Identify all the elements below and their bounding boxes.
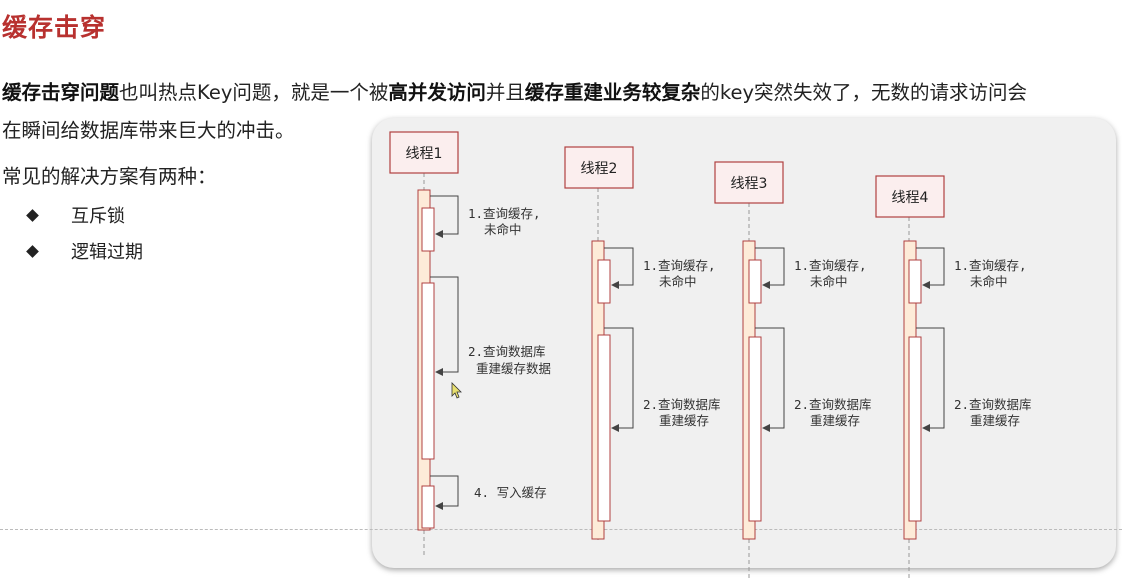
thread4-step1-label-b: 未命中	[970, 274, 1008, 289]
thread1-step4-label: 4. 写入缓存	[474, 485, 547, 500]
thread1-step1-activation	[421, 207, 435, 252]
intro-bold-high-concurrency: 高并发访问	[388, 81, 486, 104]
thread1-step1-label-a: 1.查询缓存,	[468, 206, 541, 221]
page-title: 缓存击穿	[2, 13, 107, 42]
mouse-cursor-icon	[451, 382, 462, 399]
thread4-label: 线程4	[892, 190, 929, 206]
thread1-step2-arrow	[430, 276, 459, 376]
thread3-step2-arrow	[755, 327, 785, 432]
thread3-step2-label-a: 2.查询数据库	[794, 397, 872, 412]
thread2-box	[564, 146, 634, 189]
thread2-label: 线程2	[581, 161, 618, 177]
thread1-step2-label-a: 2.查询数据库	[468, 344, 546, 359]
thread3-step1-label-a: 1.查询缓存,	[794, 258, 867, 273]
thread4-step2-label-b: 重建缓存	[970, 413, 1020, 428]
thread3-step2-label-b: 重建缓存	[810, 413, 860, 428]
thread4-step1-arrow	[916, 247, 945, 289]
thread2-step1-label-b: 未命中	[659, 274, 697, 289]
thread2-step1-label-a: 1.查询缓存,	[643, 258, 716, 273]
thread4-step2-arrow	[916, 327, 945, 432]
thread1-step2-label-b: 重建缓存数据	[476, 361, 551, 376]
divider-dashed	[0, 529, 1122, 530]
thread1-step1-label-b: 未命中	[484, 222, 522, 237]
thread1-step2-activation	[421, 282, 435, 460]
thread3-step2-activation	[748, 336, 762, 522]
thread2-step1-activation	[597, 259, 611, 304]
solution-label: 互斥锁	[71, 206, 125, 227]
intro-text: 并且	[485, 81, 525, 104]
intro-bold-term: 缓存击穿问题	[2, 81, 120, 104]
intro-text: 的key突然失效了，无数的请求访问会	[700, 81, 1028, 104]
thread4-step1-activation	[908, 259, 922, 304]
thread3-step1-activation	[748, 259, 762, 304]
thread4-step2-label-a: 2.查询数据库	[954, 397, 1032, 412]
intro-bold-complex-rebuild: 缓存重建业务较复杂	[524, 81, 701, 104]
thread1-step4-arrow	[430, 475, 459, 510]
thread4-step1-label-a: 1.查询缓存,	[954, 258, 1027, 273]
solution-label: 逻辑过期	[71, 242, 143, 263]
thread4-box	[875, 175, 945, 218]
thread1-step1-arrow	[430, 195, 459, 238]
thread4-step2-activation	[908, 336, 922, 522]
thread3-box	[714, 161, 784, 204]
thread2-step1-arrow	[604, 247, 634, 289]
intro-text: 也叫热点Key问题，就是一个被	[119, 81, 389, 104]
thread1-label: 线程1	[406, 146, 443, 162]
thread1-box	[389, 131, 459, 174]
intro-paragraph: 缓存击穿问题也叫热点Key问题，就是一个被高并发访问并且缓存重建业务较复杂的ke…	[2, 74, 1122, 150]
thread3-step1-arrow	[755, 247, 785, 289]
thread2-step2-label-b: 重建缓存	[659, 413, 709, 428]
solutions-heading: 常见的解决方案有两种：	[2, 165, 217, 188]
thread2-step2-activation	[597, 334, 611, 522]
intro-line2: 在瞬间给数据库带来巨大的冲击。	[2, 119, 295, 142]
thread1-step4-activation	[421, 485, 435, 529]
thread3-step1-label-b: 未命中	[810, 274, 848, 289]
thread2-step2-label-a: 2.查询数据库	[643, 397, 721, 412]
thread2-step2-arrow	[604, 327, 634, 432]
solution-item: 互斥锁	[26, 202, 125, 228]
solution-item: 逻辑过期	[26, 238, 143, 264]
thread3-label: 线程3	[731, 176, 768, 192]
